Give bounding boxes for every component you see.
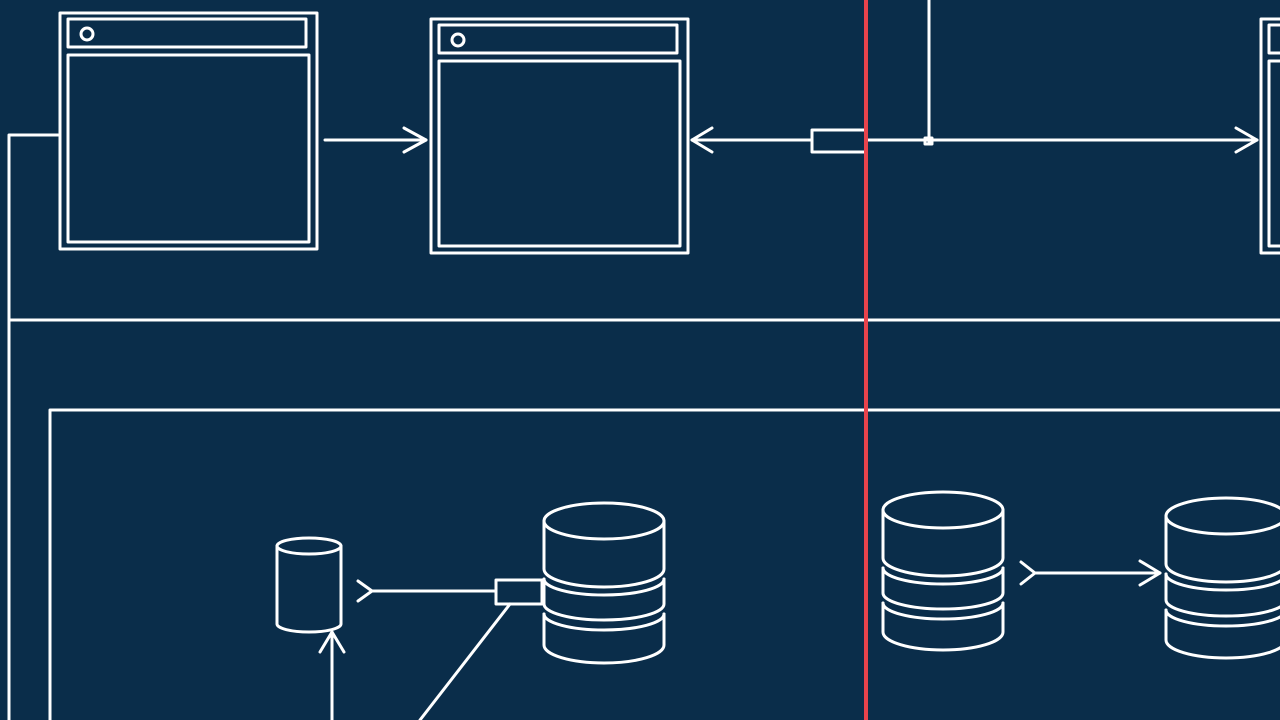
browser-window-3 xyxy=(1259,17,1280,255)
link-small-db-to-port xyxy=(356,579,498,603)
arrow-into-window2 xyxy=(690,126,814,154)
database-stack-2 xyxy=(881,490,1005,652)
database-stack-3 xyxy=(1164,496,1280,660)
connector-port-top xyxy=(810,128,868,154)
database-small xyxy=(275,536,343,634)
arrow-up-to-small-db xyxy=(318,630,346,720)
arrow-db2-to-db3 xyxy=(1019,559,1162,587)
diagonal-link xyxy=(418,602,512,720)
left-bus-line xyxy=(7,133,60,720)
database-stack-1 xyxy=(542,501,666,665)
arrow-to-window3 xyxy=(864,0,1259,154)
browser-window-1 xyxy=(58,11,319,251)
browser-window-2 xyxy=(429,17,690,255)
arrow-window1-to-window2 xyxy=(323,126,428,154)
connector-port-bottom xyxy=(494,578,544,606)
lower-container xyxy=(48,408,1280,720)
